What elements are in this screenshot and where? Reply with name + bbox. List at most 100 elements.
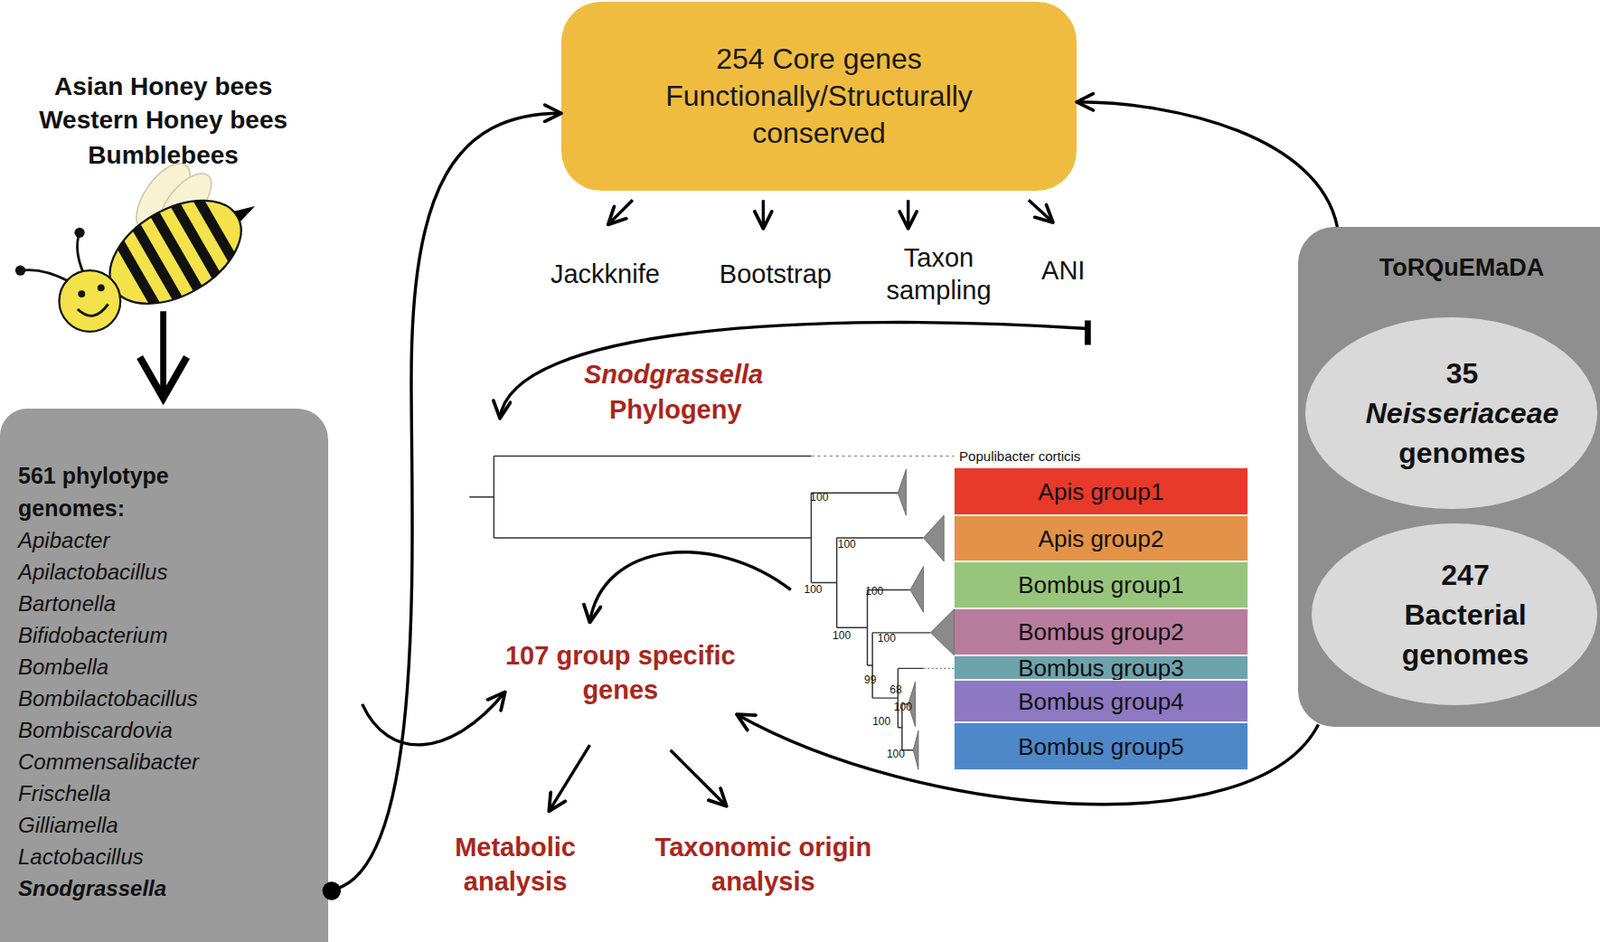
bootstrap-value: 100 [872, 715, 891, 728]
phylogeny-tree [469, 456, 954, 751]
bee-antenna [20, 270, 70, 283]
method-label: ANI [1041, 254, 1085, 287]
method-label: Taxon sampling [871, 241, 1008, 307]
section-title: Snodgrassella [583, 357, 763, 392]
bootstrap-value: 100 [809, 490, 829, 504]
bootstrap-value: 100 [832, 629, 851, 642]
node-text: Bacterial genomes [1374, 594, 1556, 675]
node-text: Lactobacillus [18, 840, 329, 873]
genome-set-ellipse: 247Bacterial genomes [1310, 522, 1599, 706]
collapsed-clade [930, 609, 954, 656]
bee-wing [150, 164, 221, 239]
outgroup-label: Populibacter corticis [959, 448, 1081, 465]
section-title: 107 group specific genes [470, 638, 770, 707]
group-band: Apis group2 [953, 515, 1249, 562]
node-text: Bombus group3 [1017, 655, 1185, 681]
ellipse-shape [1311, 523, 1598, 706]
collapsed-clade [912, 730, 919, 770]
bee-stripe [146, 205, 207, 299]
genome-set-ellipse: 35Neisseriaceaegenomes [1304, 316, 1599, 510]
node-text: Commensalibacter [18, 745, 329, 778]
method-arrow [1028, 199, 1054, 223]
node-text: Apis group2 [1038, 526, 1165, 552]
analysis-arrow [670, 750, 727, 807]
node-text: Bombiscardovia [18, 714, 329, 746]
curved-arrow [736, 714, 1318, 805]
tree-branch [837, 537, 924, 628]
group-band: Bombus group4 [953, 679, 1249, 723]
node-text: Bombus group4 [1017, 688, 1185, 715]
curved-connector [328, 112, 562, 891]
species-title: Asian Honey bees [54, 71, 273, 103]
bee-smile [77, 303, 109, 316]
group-band: Apis group1 [953, 467, 1249, 516]
method-arrow [906, 199, 910, 229]
curved-arrow [499, 322, 1088, 419]
bootstrap-value: 100 [804, 583, 823, 596]
analysis-label: Metabolic analysis [424, 829, 606, 899]
curved-arrow [589, 552, 791, 623]
node-text: Bartonella [18, 587, 329, 620]
bootstrap-value: 68 [889, 683, 902, 697]
section-title: Phylogeny [609, 392, 743, 427]
node-text: Bombella [18, 650, 329, 683]
node-text: Apis group1 [1038, 479, 1165, 505]
genome-list-box: 561 phylotype genomes:ApibacterApilactob… [0, 408, 329, 942]
group-band: Bombus group5 [953, 722, 1249, 771]
method-label: Jackknife [550, 257, 660, 291]
tree-branch-dashed [810, 455, 954, 457]
node-heading: 35 [1446, 353, 1479, 394]
bootstrap-value: 100 [886, 747, 905, 761]
node-text: Neisseriaceae [1365, 393, 1560, 433]
analysis-label: Taxonomic origin analysis [627, 829, 899, 899]
collapsed-clade [923, 515, 945, 562]
node-text: Bombus group2 [1017, 619, 1185, 645]
core-genes-box: 254 Core genes Functionally/Structurally… [561, 1, 1077, 191]
bee-stripe [166, 193, 226, 287]
node-text: genomes [1398, 432, 1525, 473]
bee-eye [97, 283, 105, 292]
bee-stinger [230, 199, 259, 225]
curved-connector [1076, 102, 1337, 227]
group-band: Bombus group1 [953, 561, 1249, 609]
node-heading: 561 phylotype genomes: [18, 459, 226, 525]
bootstrap-value: 100 [865, 584, 884, 598]
node-text: Apibacter [18, 524, 329, 556]
group-band: Bombus group2 [953, 608, 1249, 656]
database-box: ToRQuEMaDA35Neisseriaceaegenomes247Bacte… [1298, 226, 1600, 727]
ellipse-shape [1305, 317, 1598, 509]
bootstrap-value: 100 [837, 537, 857, 551]
bee-stripe [107, 226, 168, 320]
node-text: Snodgrassella [18, 872, 329, 904]
species-title: Western Honey bees [38, 104, 288, 136]
bee-stripe [127, 216, 188, 310]
collapsed-clade [897, 469, 906, 516]
node-text: ToRQuEMaDA [1298, 252, 1600, 283]
bootstrap-value: 100 [894, 700, 913, 714]
bee-body [92, 178, 259, 325]
tree-branch [867, 589, 911, 666]
bootstrap-value: 99 [864, 673, 876, 687]
tree-branch [810, 492, 898, 583]
node-heading: 247 [1440, 555, 1489, 595]
bee-antenna-tip [15, 264, 26, 275]
node-text: Bombus group5 [1017, 734, 1185, 760]
node-text: Bombilactobacillus [18, 682, 329, 715]
bee-antenna-tip [74, 227, 85, 238]
bee-stripe [185, 182, 245, 276]
node-text: 254 Core genes Functionally/Structurally… [629, 40, 1009, 152]
collapsed-clade [910, 565, 924, 612]
tree-branch [469, 456, 811, 538]
bee-eye [77, 290, 85, 298]
node-text: Apilactobacillus [18, 555, 329, 588]
bee-outline [92, 178, 259, 325]
bee-illustration [15, 154, 281, 332]
curved-arrow [362, 691, 506, 745]
method-arrow [762, 199, 765, 229]
tree-branch-dashed [923, 668, 955, 669]
analysis-arrow [548, 744, 590, 811]
node-text: Bombus group1 [1017, 572, 1185, 598]
bee-head [58, 270, 121, 332]
tree-branch [897, 668, 923, 727]
